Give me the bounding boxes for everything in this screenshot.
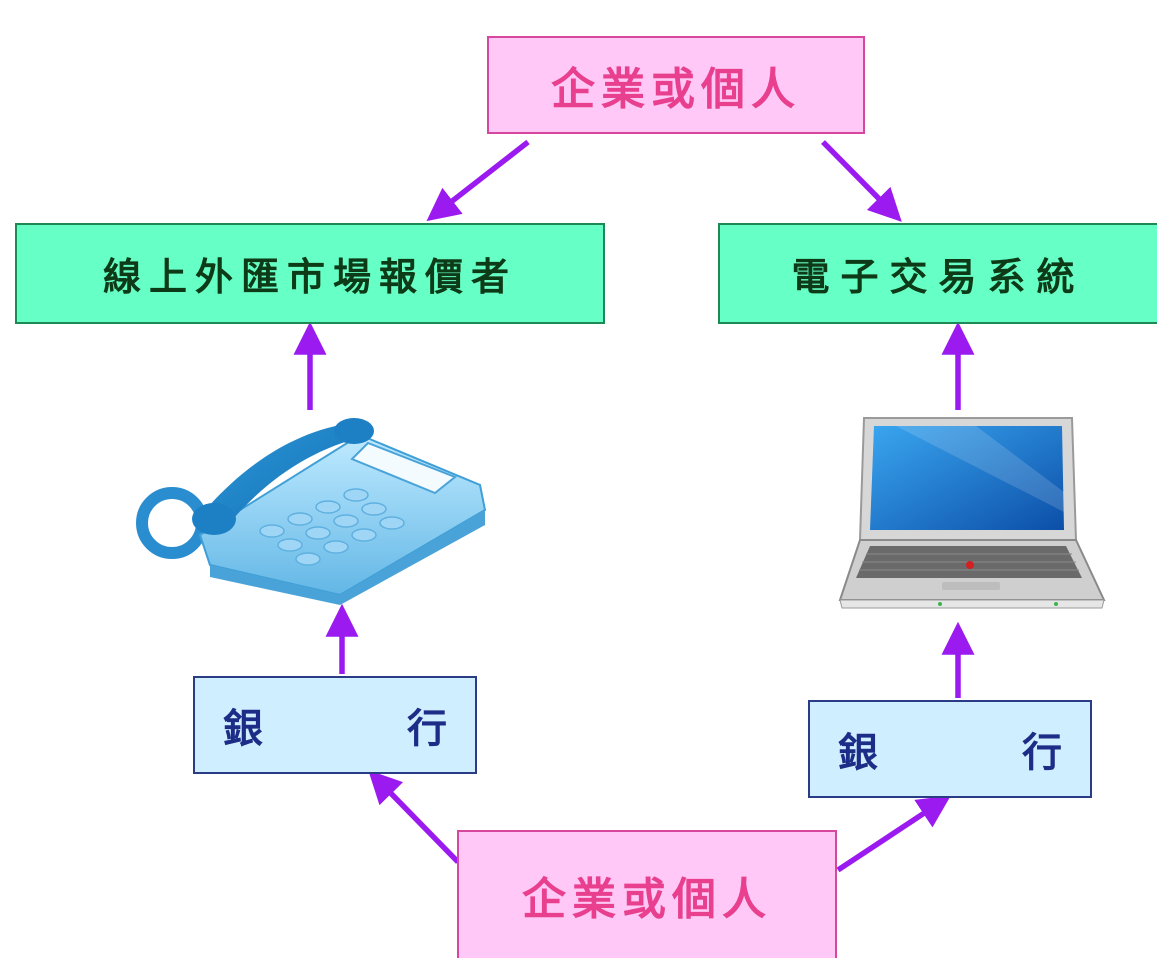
party-top-label: 企業或個人 xyxy=(551,64,801,115)
bank-right-box: 銀 行 xyxy=(808,700,1092,798)
electronic-trading-system-box: 電子交易系統 xyxy=(718,223,1157,324)
arrow-party-top-to-dealer-right xyxy=(821,140,902,222)
arrow-party-bottom-to-bank-right xyxy=(836,795,951,873)
arrow-party-top-to-dealer-left xyxy=(426,139,530,222)
online-fx-dealer-box: 線上外匯市場報價者 xyxy=(15,223,605,324)
party-top-box: 企業或個人 xyxy=(487,36,865,134)
party-bottom-label: 企業或個人 xyxy=(522,874,772,925)
bank-right-char-1: 銀 xyxy=(838,729,878,776)
bank-left-char-2: 行 xyxy=(407,705,447,752)
telephone-icon xyxy=(130,415,495,605)
bank-left-char-1: 銀 xyxy=(223,705,263,752)
arrow-party-bottom-to-bank-left xyxy=(368,770,460,864)
bank-left-box: 銀 行 xyxy=(193,676,477,774)
bank-right-char-2: 行 xyxy=(1022,729,1062,776)
online-fx-dealer-label: 線上外匯市場報價者 xyxy=(102,254,517,299)
laptop-icon xyxy=(836,412,1108,612)
electronic-trading-system-label: 電子交易系統 xyxy=(791,254,1086,299)
party-bottom-box: 企業或個人 xyxy=(457,830,837,958)
